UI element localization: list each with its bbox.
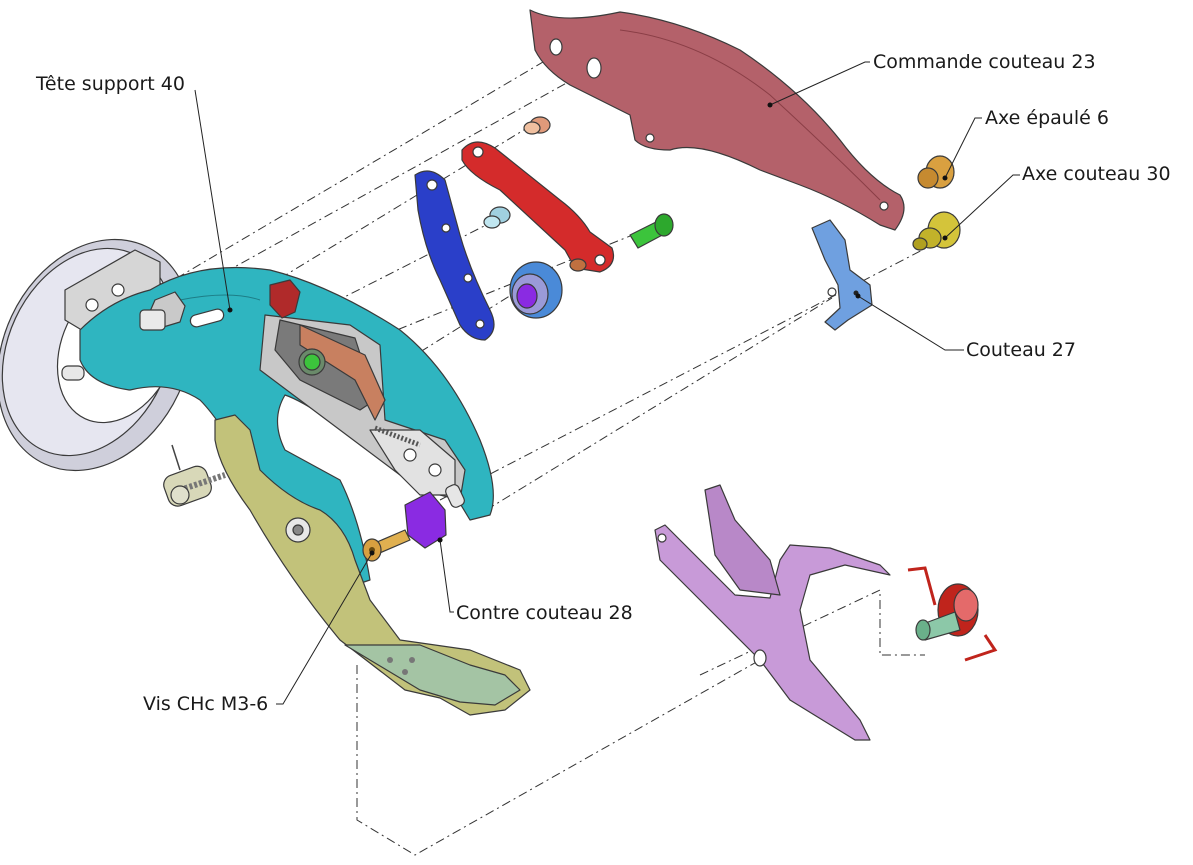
leader-axe-couteau — [944, 174, 1020, 239]
leader-couteau — [857, 295, 964, 351]
lilac-fork — [654, 484, 891, 741]
tete-support-body — [79, 266, 494, 586]
red-link — [461, 141, 615, 273]
label-couteau: Couteau 27 — [966, 339, 1076, 361]
label-axe-couteau: Axe couteau 30 — [1022, 163, 1171, 185]
label-tete-support: Tête support 40 — [36, 73, 185, 95]
leader-vis-chc — [276, 552, 373, 705]
label-contre-couteau: Contre couteau 28 — [456, 602, 633, 624]
leader-tete-support — [194, 89, 231, 311]
leader-axe-epaule — [944, 117, 982, 179]
label-axe-epaule: Axe épaulé 6 — [985, 107, 1109, 129]
small-parts — [483, 116, 674, 319]
blue-link — [414, 170, 495, 341]
support-arm — [214, 414, 531, 716]
inner-mechanism — [259, 279, 466, 508]
axles — [912, 155, 961, 251]
leader-lines — [194, 61, 1020, 705]
torsion-spring — [907, 566, 998, 662]
label-commande-couteau: Commande couteau 23 — [873, 51, 1096, 73]
leader-contre-couteau — [439, 539, 454, 613]
couteau-part — [811, 219, 873, 331]
commande-couteau-part — [529, 9, 905, 231]
tension-screw — [163, 444, 226, 507]
leader-commande-couteau — [769, 61, 870, 106]
label-vis-chc: Vis CHc M3-6 — [143, 693, 269, 715]
contre-couteau-part — [362, 491, 447, 562]
